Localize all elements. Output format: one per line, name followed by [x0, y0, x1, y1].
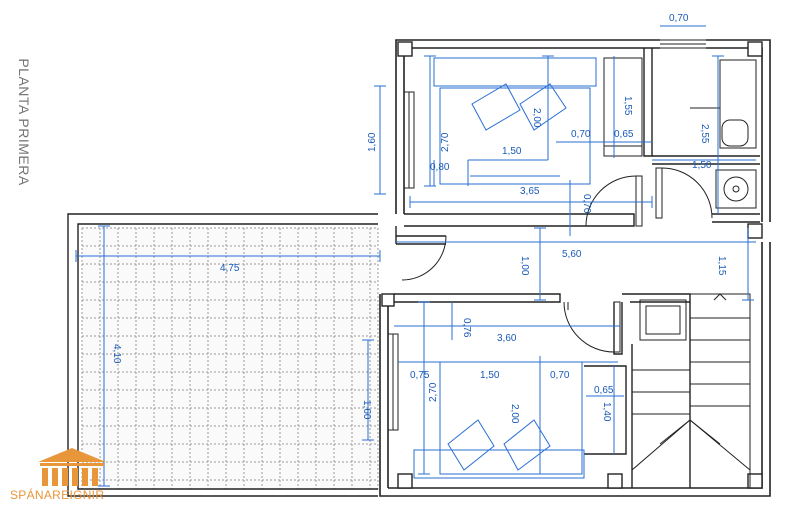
bedroom2-door-swing	[563, 301, 615, 353]
dimension-lines	[75, 25, 756, 487]
dim-150-bed1: 1,50	[502, 146, 522, 157]
terrace-area	[81, 227, 379, 490]
dim-365: 3,65	[520, 186, 540, 197]
bathroom-door-swing	[661, 167, 713, 219]
bathroom-fixtures	[690, 59, 757, 209]
dim-075: 0,75	[410, 370, 430, 381]
dim-560: 5,60	[562, 249, 582, 260]
storage-box	[639, 299, 687, 341]
bedroom2-door-leaf	[613, 301, 621, 353]
dim-155: 1,55	[622, 96, 633, 116]
doors	[401, 167, 713, 353]
dim-360: 3,60	[497, 333, 517, 344]
dim-475: 4,75	[220, 263, 240, 274]
bedroom1-door-leaf	[635, 175, 643, 227]
bedroom1-door-swing	[585, 175, 637, 227]
dim-410: 4,10	[111, 344, 122, 364]
dim-255: 2,55	[699, 124, 710, 144]
dim-100: 1,00	[519, 256, 530, 276]
dim-270-bed1: 2,70	[440, 132, 451, 152]
bathroom-window	[660, 39, 706, 49]
dim-200-bed2: 2,00	[509, 404, 520, 424]
washbasin	[715, 169, 757, 209]
dim-070-bed2: 0,70	[550, 370, 570, 381]
bedroom2-window	[387, 333, 399, 431]
dim-076: 0,76	[461, 318, 472, 338]
terrace-tile-grid	[81, 227, 379, 490]
dim-080: 0,80	[430, 162, 450, 173]
bathroom-door-leaf	[655, 167, 663, 219]
dim-070-top: 0,70	[669, 13, 689, 24]
interior-walls	[394, 48, 760, 488]
dim-150-bed2: 1,50	[480, 370, 500, 381]
dim-160-bed1: 1,60	[367, 132, 378, 152]
toilet	[721, 119, 749, 147]
dim-200-bed1: 2,00	[531, 108, 542, 128]
dim-115: 1,15	[716, 256, 727, 276]
dim-070-v: 0,70	[581, 194, 592, 214]
dim-065-bed2: 0,65	[594, 385, 614, 396]
staircase	[631, 293, 751, 489]
house-logo-icon	[38, 448, 106, 486]
dim-140: 1,40	[601, 402, 612, 422]
bed-room1	[433, 57, 597, 185]
dim-270-bed2: 2,70	[428, 382, 439, 402]
terrace-parapet	[67, 213, 378, 497]
bedroom1-wardrobe	[603, 57, 643, 157]
dim-065-mid: 0,65	[614, 129, 634, 140]
brand-name: SPÁNAREIGNIR	[10, 488, 105, 502]
dim-150-bath: 1,50	[692, 160, 712, 171]
dim-160-bed2: 1,60	[361, 400, 372, 420]
wardrobes	[603, 57, 687, 341]
dim-070-mid: 0,70	[571, 129, 591, 140]
wall-pillars	[381, 41, 763, 489]
terrace-door-swing	[401, 235, 447, 281]
bedroom1-window	[403, 91, 415, 189]
